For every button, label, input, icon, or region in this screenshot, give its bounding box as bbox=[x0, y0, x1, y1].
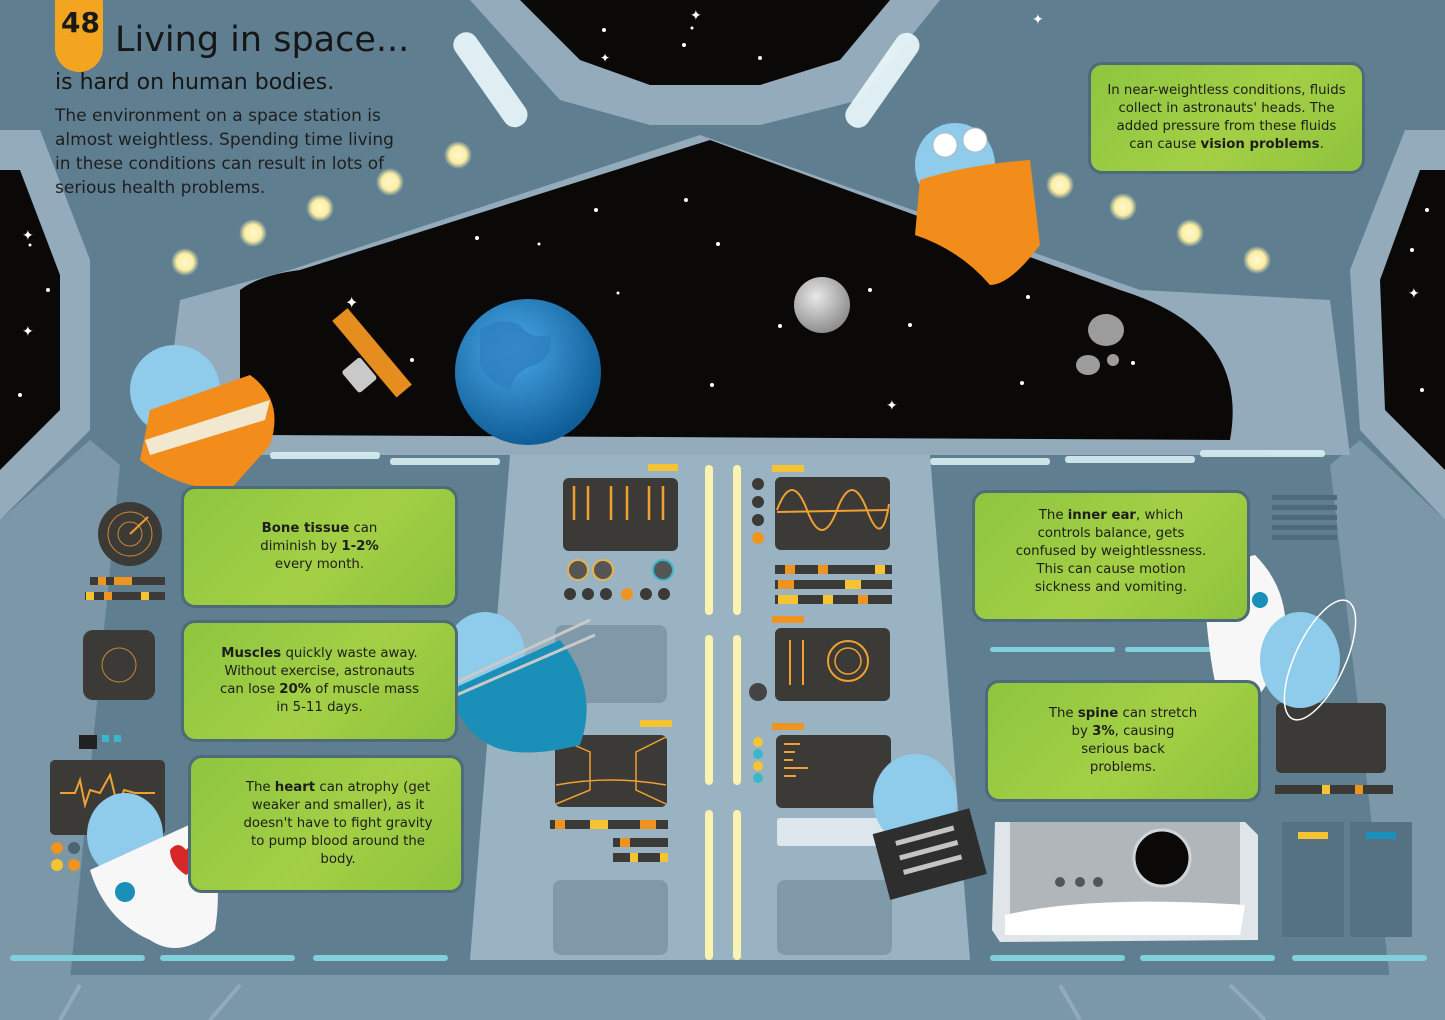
svg-text:✦: ✦ bbox=[22, 228, 34, 244]
astronaut-bandaged-orange bbox=[130, 345, 275, 490]
fact-box-inner-ear: The inner ear, which controls balance, g… bbox=[972, 490, 1250, 622]
svg-text:✦: ✦ bbox=[886, 398, 898, 414]
fact-text: The bbox=[245, 780, 275, 795]
console-knobs bbox=[564, 478, 767, 783]
fact-stat: 20% bbox=[279, 682, 312, 697]
indicator-bars bbox=[550, 464, 892, 862]
fact-text: of muscle mass in 5-11 days. bbox=[276, 682, 420, 715]
astronaut-dizzy-white bbox=[1205, 555, 1357, 721]
astronaut-blue-exerciser bbox=[439, 612, 596, 753]
astronaut-glasses-orange bbox=[915, 123, 1040, 285]
svg-text:✦: ✦ bbox=[345, 293, 358, 312]
fact-text: every month. bbox=[274, 557, 365, 572]
fact-box-vision: In near-weightless conditions, fluids co… bbox=[1088, 62, 1365, 174]
asteroids bbox=[1076, 314, 1124, 375]
earth bbox=[455, 299, 601, 445]
fact-keyword: Bone tissue bbox=[261, 521, 350, 536]
fact-keyword: vision problems bbox=[1200, 137, 1320, 152]
fact-keyword: inner ear bbox=[1067, 508, 1136, 523]
page-title: Living in space... bbox=[115, 20, 410, 60]
stars: ✦ ✦ ✦ ✦ ✦ ✦ ✦ ✦ bbox=[18, 8, 1429, 414]
fact-keyword: Muscles bbox=[221, 646, 282, 661]
satellite bbox=[332, 308, 412, 398]
fact-box-spine: The spine can stretch by 3%, causing ser… bbox=[985, 680, 1261, 802]
cyan-glow-strips bbox=[10, 647, 1427, 961]
astronaut-heart-white bbox=[87, 793, 218, 948]
fact-text: . bbox=[1319, 137, 1324, 152]
fact-box-bone: Bone tissue can diminish by 1-2% every m… bbox=[181, 486, 458, 608]
svg-text:✦: ✦ bbox=[1032, 12, 1044, 28]
fact-box-heart: The heart can atrophy (get weaker and sm… bbox=[188, 755, 464, 893]
fact-text: can diminish by bbox=[260, 521, 378, 554]
astronaut-xray bbox=[872, 754, 987, 900]
intro-paragraph: The environment on a space station is al… bbox=[55, 106, 394, 198]
svg-text:✦: ✦ bbox=[690, 8, 702, 24]
fact-text: , which controls balance, gets confused … bbox=[1015, 508, 1207, 595]
ceiling-lamps bbox=[171, 141, 1271, 276]
fact-stat: 3% bbox=[1092, 724, 1115, 739]
svg-text:✦: ✦ bbox=[1408, 286, 1420, 302]
right-instruments bbox=[992, 495, 1412, 942]
fact-stat: 1-2% bbox=[341, 539, 379, 554]
page-number-tab: 48 bbox=[55, 0, 103, 72]
page-subtitle: is hard on human bodies. bbox=[55, 70, 335, 95]
page-number: 48 bbox=[61, 6, 100, 39]
fact-keyword: heart bbox=[274, 780, 316, 795]
fact-text: can stretch by bbox=[1071, 706, 1198, 739]
fact-text: can atrophy (get weaker and smaller), as… bbox=[243, 780, 433, 867]
svg-text:✦: ✦ bbox=[22, 324, 34, 340]
moon bbox=[794, 277, 850, 333]
fact-text: The bbox=[1038, 508, 1068, 523]
fact-keyword: spine bbox=[1077, 706, 1119, 721]
console-screens bbox=[555, 477, 891, 846]
fact-text: In near-weightless conditions, fluids co… bbox=[1107, 83, 1346, 152]
fact-text: quickly waste away. Without exercise, as… bbox=[219, 646, 418, 697]
svg-text:✦: ✦ bbox=[600, 51, 610, 65]
fact-text: , causing serious back problems. bbox=[1081, 724, 1175, 775]
fact-box-muscles: Muscles quickly waste away. Without exer… bbox=[181, 620, 458, 742]
fact-text: The bbox=[1048, 706, 1078, 721]
